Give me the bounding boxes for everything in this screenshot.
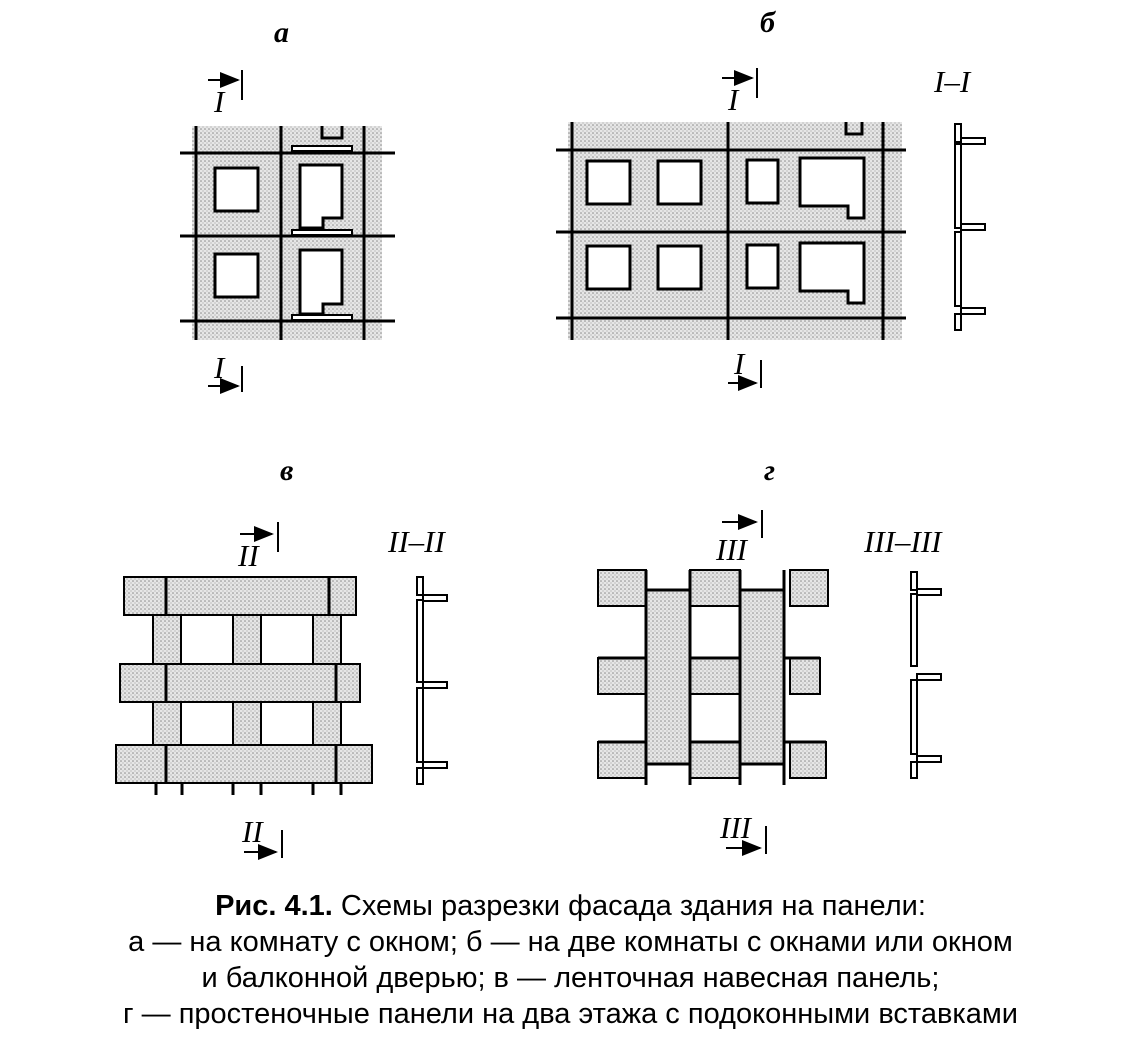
section-arrow-top: II [237, 522, 279, 573]
panel-v-letter: в [280, 454, 293, 487]
panel-g: г III [597, 454, 943, 856]
section-mark: III [715, 532, 749, 567]
caption-line-3: и балконной дверью; в — ленточная навесн… [201, 962, 940, 994]
balcony-door [298, 248, 344, 316]
section-view: I–I [933, 64, 986, 331]
section-view: III–III [863, 524, 943, 779]
panel-a-letter: а [274, 16, 289, 49]
panel-g-letter: г [764, 454, 775, 487]
figure-caption: Рис. 4.1. Схемы разрезки фасада здания н… [0, 888, 1141, 1032]
caption-line-2: а — на комнату с окном; б — на две комна… [128, 926, 1013, 958]
panel-b: б I I [556, 6, 986, 391]
panel-a: а I I [180, 16, 395, 394]
caption-line-4: г — простеночные панели на два этажа с п… [123, 998, 1018, 1030]
pier-panel [738, 588, 786, 766]
balcony-door [798, 156, 866, 220]
band-panel [115, 744, 373, 784]
caption-title: Рис. 4.1. [215, 890, 333, 922]
facade-cutting-diagram: а I I [115, 6, 986, 860]
section-arrow-top: III [715, 510, 763, 567]
section-arrow-top: I [208, 70, 243, 119]
pier-panel [644, 588, 692, 766]
window [656, 244, 703, 291]
window [213, 252, 260, 299]
window [585, 159, 632, 206]
panel-v: в II [115, 454, 448, 860]
section-mark: I [213, 84, 226, 119]
section-arrow-top: I [722, 68, 758, 117]
section-mark: I [727, 82, 740, 117]
window [585, 244, 632, 291]
section-arrow-bottom: I [728, 346, 762, 391]
section-mark: II [237, 538, 260, 573]
section-view: II–II [387, 524, 448, 785]
section-mark: II [241, 814, 264, 849]
section-title: I–I [933, 64, 972, 99]
band-panel [123, 576, 357, 616]
panel-b-letter: б [760, 6, 776, 39]
caption-text: Схемы разрезки фасада здания на панели: [332, 890, 926, 922]
window [745, 243, 780, 290]
section-arrow-bottom: I [208, 350, 243, 394]
section-arrow-bottom: II [241, 814, 283, 860]
section-title: III–III [863, 524, 943, 559]
section-mark: I [213, 350, 226, 385]
balcony-door [798, 241, 866, 305]
band-panel [119, 663, 361, 703]
window [656, 159, 703, 206]
window [745, 158, 780, 205]
caption-line-1: Рис. 4.1. Схемы разрезки фасада здания н… [0, 888, 1141, 924]
section-mark: III [719, 810, 753, 845]
balcony-door [298, 163, 344, 230]
section-mark: I [733, 346, 746, 381]
section-arrow-bottom: III [719, 810, 767, 856]
section-title: II–II [387, 524, 446, 559]
window [213, 166, 260, 213]
facade-fill [192, 126, 382, 340]
